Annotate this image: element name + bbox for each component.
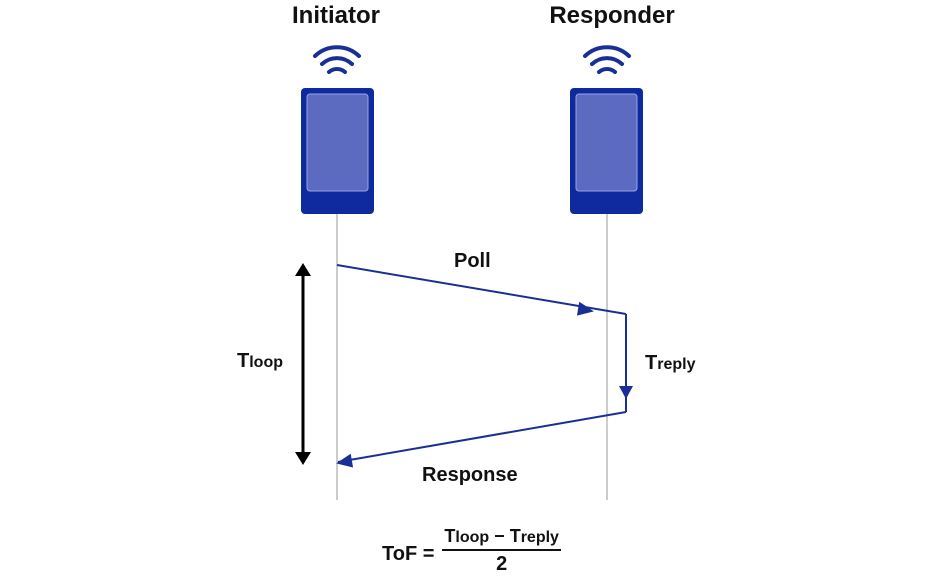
num-t2-main: T	[509, 526, 521, 546]
poll-label: Poll	[454, 250, 491, 272]
treply-sub: reply	[657, 356, 696, 373]
tloop-main: T	[237, 350, 250, 372]
formula-numerator: Tloop − Treply	[442, 526, 561, 551]
treply-main: T	[645, 352, 658, 374]
responder-wifi-icon	[583, 45, 631, 74]
formula-fraction: Tloop − Treply 2	[442, 526, 561, 576]
tloop-label: Tloop	[237, 350, 283, 373]
poll-arrow-line	[336, 264, 627, 315]
initiator-title: Initiator	[292, 2, 380, 29]
num-t2-sub: reply	[520, 529, 559, 546]
response-arrowhead	[336, 453, 354, 468]
responder-title: Responder	[549, 2, 675, 29]
num-t1-main: T	[444, 526, 456, 546]
formula-denominator: 2	[496, 553, 508, 575]
treply-label: Treply	[645, 352, 695, 375]
response-arrow-line	[337, 411, 627, 463]
response-label: Response	[422, 464, 518, 486]
initiator-wifi-icon	[313, 45, 361, 74]
initiator-device-icon	[301, 88, 374, 214]
tloop-arrowhead-bottom	[295, 452, 311, 465]
num-minus: −	[489, 526, 510, 546]
poll-arrowhead	[576, 301, 594, 316]
reply-delay-arrowhead	[619, 386, 633, 399]
tloop-sub: loop	[249, 354, 283, 371]
tloop-arrowhead-top	[295, 263, 311, 276]
num-t1-sub: loop	[455, 529, 490, 546]
formula-lhs: ToF =	[382, 542, 435, 565]
tof-formula: ToF = Tloop − Treply 2	[382, 524, 561, 578]
responder-device-icon	[570, 88, 643, 214]
